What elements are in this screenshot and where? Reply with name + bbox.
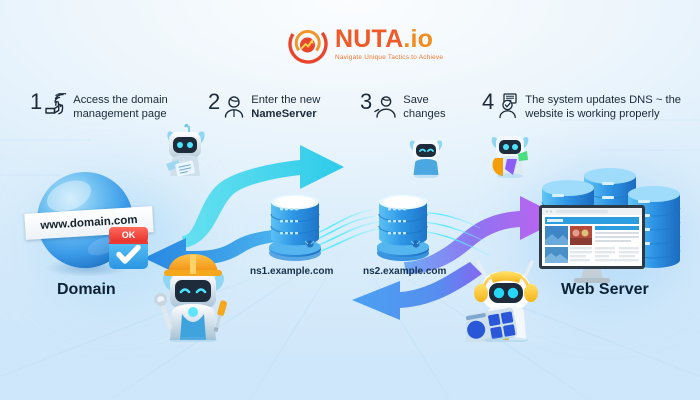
user-person-icon (374, 93, 398, 119)
robot-engineer-hardhat (154, 254, 227, 342)
user-person-icon (222, 93, 246, 119)
ok-badge-text: OK (122, 230, 136, 240)
step-1-number: 1 (30, 89, 43, 114)
web-server-label: Web Server (561, 281, 649, 298)
robot-with-headphones (466, 260, 538, 342)
click-cursor-signal-icon (44, 92, 68, 119)
ns2-label: ns2.example.com (363, 266, 447, 277)
step-4-text: The system updates DNS ~ the website is … (525, 94, 682, 120)
robot-small-blue (409, 140, 443, 178)
step-4: 4 The system updates DNS ~ the website i… (482, 89, 682, 121)
step-3-number: 3 (360, 89, 373, 114)
web-server-node (532, 162, 688, 283)
step-2: 2 Enter the new NameServer (208, 89, 320, 121)
robot-with-tablet (166, 124, 205, 177)
brand-tagline: Navigate Unique Tactics to Achieve (335, 53, 444, 61)
brand-title: NUTA.io (335, 24, 434, 53)
step-2-text-plain: Enter the new (251, 94, 321, 106)
user-verified-check-icon (496, 93, 520, 119)
step-2-number: 2 (208, 89, 221, 114)
domain-node: www.domain.com OK (24, 168, 154, 277)
check-badge-icon: OK (109, 227, 148, 269)
desktop-monitor-icon (539, 205, 645, 283)
database-cylinder-icon-ns2 (372, 186, 434, 264)
step-4-number: 4 (482, 89, 495, 114)
target-chart-icon (288, 24, 328, 64)
step-1-text: Access the domain management page (73, 94, 168, 120)
step-3: 3 Save changes (360, 89, 446, 121)
brand-title-suffix: .io (403, 24, 434, 53)
database-cylinder-icon-ns1 (269, 194, 321, 261)
step-1: 1 Access the domain management page (30, 89, 168, 121)
robot-with-puzzle (491, 136, 529, 178)
step-3-text: Save changes (403, 94, 446, 120)
ns1-label: ns1.example.com (250, 266, 334, 277)
brand-logo: NUTA.io Navigate Unique Tactics to Achie… (288, 24, 443, 64)
domain-label: Domain (57, 281, 116, 298)
step-2-text: Enter the new NameServer (251, 92, 320, 121)
step-2-text-bold: NameServer (251, 107, 317, 120)
